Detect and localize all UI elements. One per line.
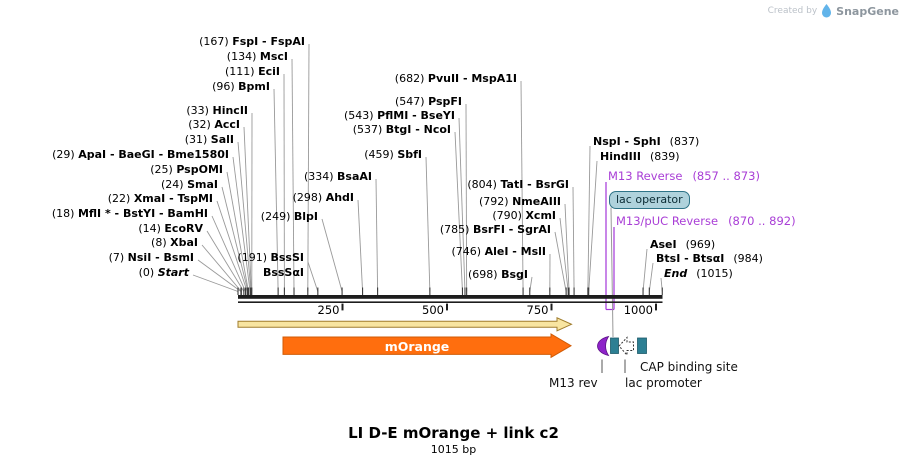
construct-arrow[interactable] bbox=[237, 317, 573, 332]
lac-operator-label[interactable]: lac operator bbox=[609, 191, 690, 209]
enzyme-site-label[interactable]: (547) PspFI bbox=[395, 95, 462, 108]
map-line bbox=[226, 171, 249, 292]
map-line bbox=[642, 248, 648, 292]
enzyme-site-label[interactable]: (29) ApaI - BaeGI - Bme1580I bbox=[52, 148, 229, 161]
enzyme-site-label[interactable]: (682) PvuII - MspA1I bbox=[394, 72, 517, 85]
map-line bbox=[357, 199, 364, 292]
map-line bbox=[273, 88, 279, 292]
enzyme-site-label[interactable]: End(1015) bbox=[664, 267, 733, 280]
primer-range: (857 .. 873) bbox=[692, 169, 760, 183]
enzyme-site-label[interactable]: (96) BpmI bbox=[212, 80, 270, 93]
created-by-text: Created by bbox=[767, 6, 818, 16]
map-line bbox=[192, 274, 239, 292]
map-line bbox=[291, 58, 295, 292]
enzyme-site-label[interactable]: (543) PflMI - BseYI bbox=[343, 109, 455, 122]
ruler-tick-label: 1000 bbox=[623, 303, 653, 317]
enzyme-site-label[interactable]: (746) AleI - MslI bbox=[451, 245, 546, 258]
map-line bbox=[201, 244, 242, 292]
enzyme-site-label[interactable]: (792) NmeAIII bbox=[478, 195, 561, 208]
primer-name: M13 Reverse bbox=[608, 169, 683, 183]
enzyme-site-label[interactable]: (14) EcoRV bbox=[138, 222, 203, 235]
map-line bbox=[221, 186, 249, 292]
map-line bbox=[572, 186, 575, 292]
morange-label: mOrange bbox=[384, 339, 450, 354]
enzyme-site-label[interactable]: (804) TatI - BsrGI bbox=[467, 178, 569, 191]
enzyme-site-label[interactable]: (790) XcmI bbox=[492, 209, 556, 222]
ruler-tick-label: 250 bbox=[317, 303, 340, 317]
map-length: 1015 bp bbox=[430, 443, 477, 456]
map-line bbox=[321, 218, 343, 292]
enzyme-site-label[interactable]: (32) AccI bbox=[188, 118, 240, 131]
ruler-tick-label: 750 bbox=[526, 303, 549, 317]
map-line bbox=[216, 200, 248, 292]
lac-operator-feature-box[interactable] bbox=[610, 337, 619, 354]
enzyme-site-label[interactable]: (31) SalI bbox=[184, 133, 234, 146]
sequence-ruler[interactable] bbox=[238, 295, 663, 299]
map-line bbox=[520, 80, 524, 292]
enzyme-site-label[interactable]: (459) SbfI bbox=[364, 148, 422, 161]
map-title: LI D-E mOrange + link c2 bbox=[348, 424, 559, 442]
enzyme-site-label[interactable]: (298) AhdI bbox=[292, 191, 354, 204]
sequence-ruler-baseline bbox=[238, 301, 663, 303]
watermark: Created by SnapGene bbox=[768, 4, 899, 18]
enzyme-site-label[interactable]: (18) MflI * - BstYI - BamHI bbox=[51, 207, 208, 220]
enzyme-site-label[interactable]: AseI(969) bbox=[650, 238, 716, 251]
snapgene-brand-text: SnapGene bbox=[836, 4, 899, 18]
map-line bbox=[232, 156, 251, 292]
map-line bbox=[648, 262, 654, 292]
primer-label-m13-reverse[interactable]: M13 Reverse (857 .. 873) bbox=[608, 169, 760, 183]
enzyme-site-label[interactable]: (334) BsaAI bbox=[303, 170, 372, 183]
snapgene-logo-icon bbox=[821, 4, 832, 18]
map-line bbox=[237, 141, 252, 292]
m13-rev-primer-shape[interactable] bbox=[597, 335, 610, 357]
map-line bbox=[425, 156, 431, 292]
map-line bbox=[206, 230, 245, 292]
map-line bbox=[554, 231, 567, 292]
map-line bbox=[243, 126, 252, 292]
primer-label-m13-puc-reverse[interactable]: M13/pUC Reverse (870 .. 892) bbox=[616, 214, 796, 228]
enzyme-site-label[interactable]: (167) FspI - FspAI bbox=[199, 35, 305, 48]
enzyme-site-label[interactable]: HindIII(839) bbox=[600, 150, 680, 163]
lac-promoter-arrow[interactable] bbox=[618, 336, 634, 357]
primer-range: (870 .. 892) bbox=[728, 214, 796, 228]
map-line bbox=[587, 145, 591, 292]
lac-promoter-label: lac promoter bbox=[625, 376, 702, 390]
enzyme-site-label[interactable]: (111) EciI bbox=[225, 65, 280, 78]
enzyme-site-label[interactable]: (537) BtgI - NcoI bbox=[352, 123, 451, 136]
enzyme-site-label[interactable]: (698) BsgI bbox=[468, 268, 528, 281]
enzyme-site-label[interactable]: (134) MscI bbox=[226, 50, 288, 63]
map-line bbox=[588, 160, 598, 292]
enzyme-site-label[interactable]: (249) BlpI bbox=[260, 210, 318, 223]
ruler-tick-label: 500 bbox=[422, 303, 444, 317]
map-line bbox=[307, 43, 310, 292]
enzyme-site-label[interactable]: (8) XbaI bbox=[151, 236, 198, 249]
map-line bbox=[307, 261, 319, 292]
enzyme-site-label[interactable]: (22) XmaI - TspMI bbox=[107, 192, 213, 205]
cap-binding-site-label: CAP binding site bbox=[640, 360, 738, 374]
map-line bbox=[211, 215, 246, 292]
map-line bbox=[564, 203, 570, 292]
map-line bbox=[375, 178, 379, 292]
map-line bbox=[454, 131, 463, 292]
enzyme-site-label[interactable]: (24) SmaI bbox=[161, 178, 218, 191]
enzyme-site-label[interactable]: (33) HincII bbox=[186, 104, 248, 117]
enzyme-site-label[interactable]: (7) NsiI - BsmI bbox=[108, 251, 194, 264]
cap-binding-site-box[interactable] bbox=[637, 337, 647, 354]
enzyme-site-label[interactable]: (25) PspOMI bbox=[150, 163, 223, 176]
morange-arrow[interactable] bbox=[282, 333, 572, 359]
enzyme-site-label[interactable]: (785) BsrFI - SgrAI bbox=[439, 223, 551, 236]
map-line bbox=[465, 103, 468, 292]
map-line bbox=[610, 207, 614, 338]
primer-name: M13/pUC Reverse bbox=[616, 214, 719, 228]
enzyme-site-label[interactable]: (0) Start bbox=[138, 266, 189, 279]
map-line bbox=[197, 259, 242, 292]
map-line bbox=[458, 117, 466, 292]
m13-rev-label: M13 rev bbox=[549, 376, 598, 390]
enzyme-site-label[interactable]: NspI - SphI(837) bbox=[593, 135, 700, 148]
enzyme-site-label[interactable]: BtsI - BtsαI(984) bbox=[656, 252, 763, 265]
map-line bbox=[559, 217, 569, 292]
